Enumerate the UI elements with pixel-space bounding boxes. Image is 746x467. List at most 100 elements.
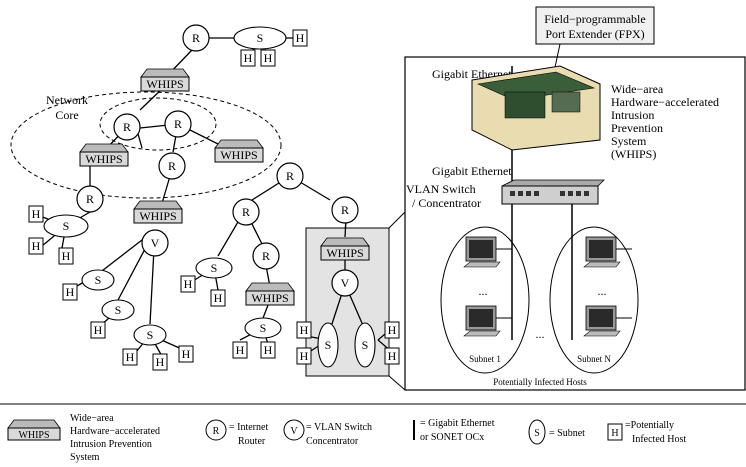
switch-port bbox=[534, 191, 539, 196]
router-label: V bbox=[151, 236, 160, 250]
legend-whips-text-2: Hardware−accelerated bbox=[70, 426, 160, 437]
pc-keyboard bbox=[463, 330, 501, 337]
legend-vlan-letter: V bbox=[290, 426, 298, 437]
host-node bbox=[152, 353, 168, 371]
subnet-node bbox=[244, 317, 282, 339]
router-node bbox=[76, 185, 104, 213]
whips-top bbox=[214, 139, 264, 149]
switch-port bbox=[560, 191, 565, 196]
whips-label: WHIPS bbox=[139, 209, 176, 223]
switch-port bbox=[526, 191, 531, 196]
whips-top bbox=[320, 237, 370, 247]
switch-port bbox=[568, 191, 573, 196]
legend-whips-top bbox=[7, 419, 61, 429]
whips-desc-1: Wide−area bbox=[611, 82, 664, 96]
host-node bbox=[384, 347, 400, 365]
ellipsis-subnetN: ... bbox=[598, 284, 607, 298]
host-node bbox=[292, 29, 308, 47]
subnet1-ellipse bbox=[440, 226, 530, 374]
subnet-node bbox=[195, 257, 233, 279]
subnetN-ellipse bbox=[549, 226, 639, 374]
host-node bbox=[28, 237, 44, 255]
host-node bbox=[122, 348, 138, 366]
router-label: R bbox=[192, 31, 200, 45]
host-label: H bbox=[94, 323, 103, 337]
pc-keyboard bbox=[583, 330, 621, 337]
subnet-node-cluster-right bbox=[354, 322, 376, 368]
legend-subnet-text: = Subnet bbox=[549, 428, 585, 439]
whips-label: WHIPS bbox=[146, 77, 183, 91]
fpx-label-box bbox=[535, 6, 655, 45]
legend-router-icon bbox=[205, 419, 227, 441]
router-node bbox=[164, 110, 192, 138]
router-label: R bbox=[174, 117, 182, 131]
router-label: R bbox=[123, 120, 131, 134]
switch-port bbox=[510, 191, 515, 196]
subnet-label: S bbox=[211, 261, 218, 275]
router-label: R bbox=[168, 159, 176, 173]
host-label: H bbox=[300, 323, 309, 337]
subnet-node bbox=[43, 214, 89, 238]
network-core-label-1: Network bbox=[46, 93, 88, 107]
host-label: H bbox=[388, 349, 397, 363]
host-label: H bbox=[62, 249, 71, 263]
subnet-label: S bbox=[362, 338, 369, 352]
router-node bbox=[113, 113, 141, 141]
whips-top bbox=[133, 200, 183, 210]
legend-link-text-1: = Gigabit Ethernet bbox=[420, 418, 495, 429]
host-node bbox=[232, 341, 248, 359]
pc-screen bbox=[469, 309, 493, 327]
router-label: V bbox=[341, 276, 350, 290]
subnet-label: S bbox=[115, 303, 122, 317]
router-label: R bbox=[286, 169, 294, 183]
router-label: R bbox=[262, 249, 270, 263]
whips-top bbox=[140, 68, 190, 78]
legend-whips-text-4: System bbox=[70, 452, 100, 463]
subnet-node bbox=[101, 299, 135, 321]
whips-node bbox=[79, 151, 129, 167]
whips-node bbox=[140, 76, 190, 92]
host-node bbox=[58, 247, 74, 265]
fpx-board-detail-2 bbox=[551, 91, 581, 113]
pc-keyboard bbox=[583, 261, 621, 268]
legend-subnet-icon bbox=[528, 419, 546, 445]
fpx-board-detail bbox=[504, 91, 546, 119]
host-node bbox=[260, 341, 276, 359]
whips-node bbox=[245, 290, 295, 306]
subnet-label: S bbox=[63, 219, 70, 233]
ellipsis-subnet1: ... bbox=[479, 284, 488, 298]
subnet-label: S bbox=[147, 328, 154, 342]
switch-port bbox=[584, 191, 589, 196]
pc-screen bbox=[469, 240, 493, 258]
whips-label: WHIPS bbox=[251, 291, 288, 305]
whips-node bbox=[320, 245, 370, 261]
router-node bbox=[331, 196, 359, 224]
router-label: R bbox=[341, 203, 349, 217]
whips-desc-6: (WHIPS) bbox=[611, 147, 656, 161]
legend-host-icon bbox=[607, 423, 623, 441]
zoom-connector-top bbox=[388, 211, 406, 229]
router-node bbox=[276, 162, 304, 190]
host-node bbox=[296, 321, 312, 339]
vlan-switch-node bbox=[141, 229, 169, 257]
router-node bbox=[252, 242, 280, 270]
host-label: H bbox=[296, 31, 305, 45]
legend-subnet-letter: S bbox=[534, 428, 540, 439]
host-node bbox=[90, 321, 106, 339]
host-node bbox=[28, 205, 44, 223]
legend-whips-text-1: Wide−area bbox=[70, 413, 114, 424]
ellipsis-subnets: ... bbox=[536, 327, 545, 341]
whips-desc-4: Prevention bbox=[611, 121, 663, 135]
host-node bbox=[62, 283, 78, 301]
subnet-label: S bbox=[95, 273, 102, 287]
whips-node bbox=[214, 147, 264, 163]
whips-label: WHIPS bbox=[220, 148, 257, 162]
vlan-switch-label-1: VLAN Switch bbox=[406, 182, 476, 196]
host-label: H bbox=[264, 343, 273, 357]
legend-vlan-text-1: = VLAN Switch bbox=[306, 422, 372, 433]
legend-router-text-1: = Internet bbox=[229, 422, 268, 433]
router-node bbox=[232, 198, 260, 226]
whips-top bbox=[79, 143, 129, 153]
host-node bbox=[384, 321, 400, 339]
subnet-label: S bbox=[257, 31, 264, 45]
